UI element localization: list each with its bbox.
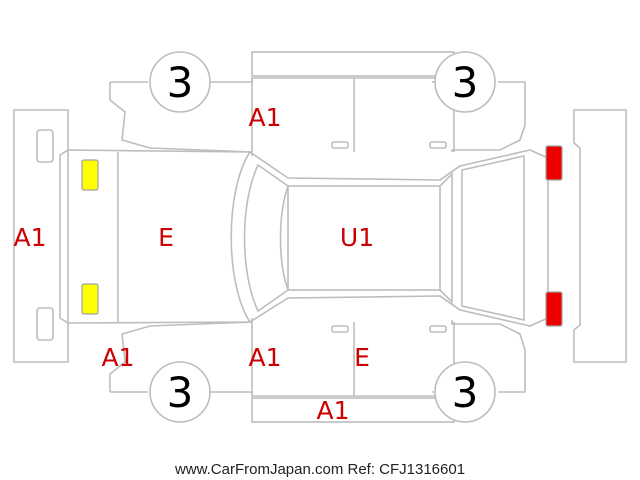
watermark-text: www.CarFromJapan.com Ref: CFJ1316601 bbox=[174, 461, 465, 478]
damage-label-right-rear-door: E bbox=[354, 343, 370, 372]
damage-label-left-front-door: A1 bbox=[248, 103, 281, 132]
wheel-rear-right-number: 3 bbox=[452, 368, 479, 417]
wheel-front-right-number: 3 bbox=[167, 368, 194, 417]
damage-label-right-front-door: A1 bbox=[248, 343, 281, 372]
car-top-view bbox=[67, 149, 549, 327]
damage-label-hood: E bbox=[158, 223, 174, 252]
damage-label-front-bumper: A1 bbox=[13, 223, 46, 252]
front-bumper-panel bbox=[13, 109, 69, 363]
wheel-rear-left-number: 3 bbox=[452, 58, 479, 107]
damage-label-right-rocker: A1 bbox=[316, 396, 349, 425]
damage-label-left-front-fender: A1 bbox=[101, 343, 134, 372]
wheel-rear-left: 3 bbox=[434, 51, 496, 113]
wheel-front-right: 3 bbox=[149, 361, 211, 423]
wheel-front-left-number: 3 bbox=[167, 58, 194, 107]
wheel-rear-right: 3 bbox=[434, 361, 496, 423]
wheel-front-left: 3 bbox=[149, 51, 211, 113]
front-lamp-right bbox=[81, 283, 99, 315]
rear-lamp-right bbox=[545, 291, 563, 327]
rear-lamp-left bbox=[545, 145, 563, 181]
front-lamp-left bbox=[81, 159, 99, 191]
damage-label-roof: U1 bbox=[340, 223, 374, 252]
rear-bumper-panel bbox=[573, 109, 627, 363]
